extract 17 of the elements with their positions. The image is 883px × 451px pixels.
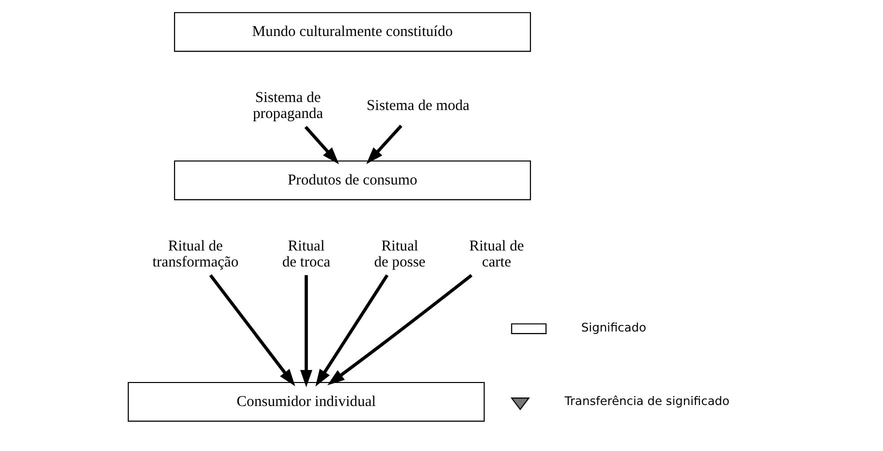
- arrow: [326, 274, 472, 386]
- node-box: Mundo culturalmente constituído: [174, 12, 530, 52]
- node-text: Ritual de posse: [374, 238, 425, 271]
- arrow: [208, 274, 295, 386]
- arrow: [304, 126, 339, 164]
- arrow: [366, 124, 402, 164]
- node-box: Consumidor individual: [127, 382, 484, 422]
- legend-label: Significado: [580, 320, 646, 335]
- node-text: Ritual de transformação: [152, 238, 238, 271]
- legend-label: Transferência de significado: [564, 394, 730, 408]
- node-text: Ritual de troca: [282, 238, 330, 271]
- node-box: Produtos de consumo: [174, 160, 530, 200]
- node-text: Ritual de carte: [468, 238, 524, 271]
- node-text: Sistema de propaganda: [252, 90, 323, 122]
- arrow: [300, 275, 312, 388]
- arrow: [314, 274, 388, 387]
- node-text: Sistema de moda: [366, 98, 469, 114]
